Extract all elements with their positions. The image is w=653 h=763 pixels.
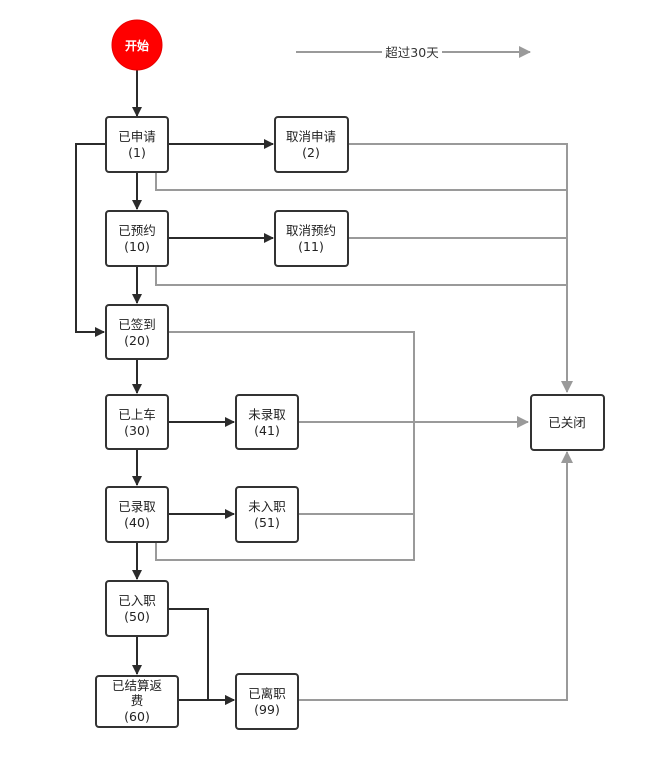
start-node[interactable]: 开始 bbox=[111, 19, 163, 71]
edge-booked-timeout bbox=[155, 266, 567, 286]
node-booked-name: 已预约 bbox=[118, 223, 156, 238]
node-resigned-code: (99) bbox=[254, 702, 280, 717]
node-signed-in-code: (20) bbox=[124, 333, 150, 348]
node-settled-name-line1: 已结算返 bbox=[112, 678, 162, 693]
node-onboarded-name: 已入职 bbox=[118, 593, 156, 608]
node-closed[interactable]: 已关闭 bbox=[530, 394, 605, 451]
node-settled-name-line2: 费 bbox=[131, 693, 144, 708]
node-settled[interactable]: 已结算返 费 (60) bbox=[95, 675, 179, 728]
node-applied-code: (1) bbox=[128, 145, 146, 160]
node-cancel-booking-name: 取消预约 bbox=[286, 223, 336, 238]
node-booked-code: (10) bbox=[124, 239, 150, 254]
node-not-hired[interactable]: 未录取 (41) bbox=[235, 394, 299, 450]
node-not-onboard[interactable]: 未入职 (51) bbox=[235, 486, 299, 543]
node-boarded[interactable]: 已上车 (30) bbox=[105, 394, 169, 450]
node-closed-name: 已关闭 bbox=[548, 415, 586, 430]
node-not-hired-name: 未录取 bbox=[248, 407, 286, 422]
legend-label: 超过30天 bbox=[385, 45, 439, 60]
timeout-edges bbox=[155, 143, 573, 701]
node-hired-code: (40) bbox=[124, 515, 150, 530]
node-cancel-apply-code: (2) bbox=[302, 145, 320, 160]
node-not-onboard-code: (51) bbox=[254, 515, 280, 530]
node-boarded-code: (30) bbox=[124, 423, 150, 438]
node-cancel-booking-code: (11) bbox=[298, 239, 324, 254]
node-not-hired-code: (41) bbox=[254, 423, 280, 438]
node-resigned-name: 已离职 bbox=[248, 686, 286, 701]
node-signed-in-name: 已签到 bbox=[118, 317, 156, 332]
node-resigned[interactable]: 已离职 (99) bbox=[235, 673, 299, 730]
node-onboarded[interactable]: 已入职 (50) bbox=[105, 580, 169, 637]
node-cancel-apply[interactable]: 取消申请 (2) bbox=[274, 116, 349, 173]
edge-applied-to-signed-in bbox=[75, 143, 106, 337]
start-label: 开始 bbox=[125, 38, 149, 53]
legend-label-bg bbox=[382, 44, 442, 60]
edge-resigned-to-closed bbox=[298, 451, 573, 701]
node-cancel-booking[interactable]: 取消预约 (11) bbox=[274, 210, 349, 267]
edge-applied-timeout bbox=[155, 172, 567, 191]
node-applied-name: 已申请 bbox=[118, 129, 156, 144]
flow-edges bbox=[75, 70, 274, 705]
node-applied[interactable]: 已申请 (1) bbox=[105, 116, 169, 173]
start-circle bbox=[111, 19, 163, 71]
node-onboarded-code: (50) bbox=[124, 609, 150, 624]
legend: 超过30天 bbox=[296, 44, 531, 60]
node-settled-code: (60) bbox=[124, 709, 150, 724]
edge-cancel-apply-to-closed bbox=[348, 143, 573, 393]
node-boarded-name: 已上车 bbox=[118, 407, 156, 422]
edge-signed-in-timeout bbox=[155, 331, 415, 561]
node-hired-name: 已录取 bbox=[118, 499, 156, 514]
node-cancel-apply-name: 取消申请 bbox=[286, 129, 336, 144]
node-hired[interactable]: 已录取 (40) bbox=[105, 486, 169, 543]
node-signed-in[interactable]: 已签到 (20) bbox=[105, 304, 169, 360]
node-not-onboard-name: 未入职 bbox=[248, 499, 286, 514]
node-booked[interactable]: 已预约 (10) bbox=[105, 210, 169, 267]
